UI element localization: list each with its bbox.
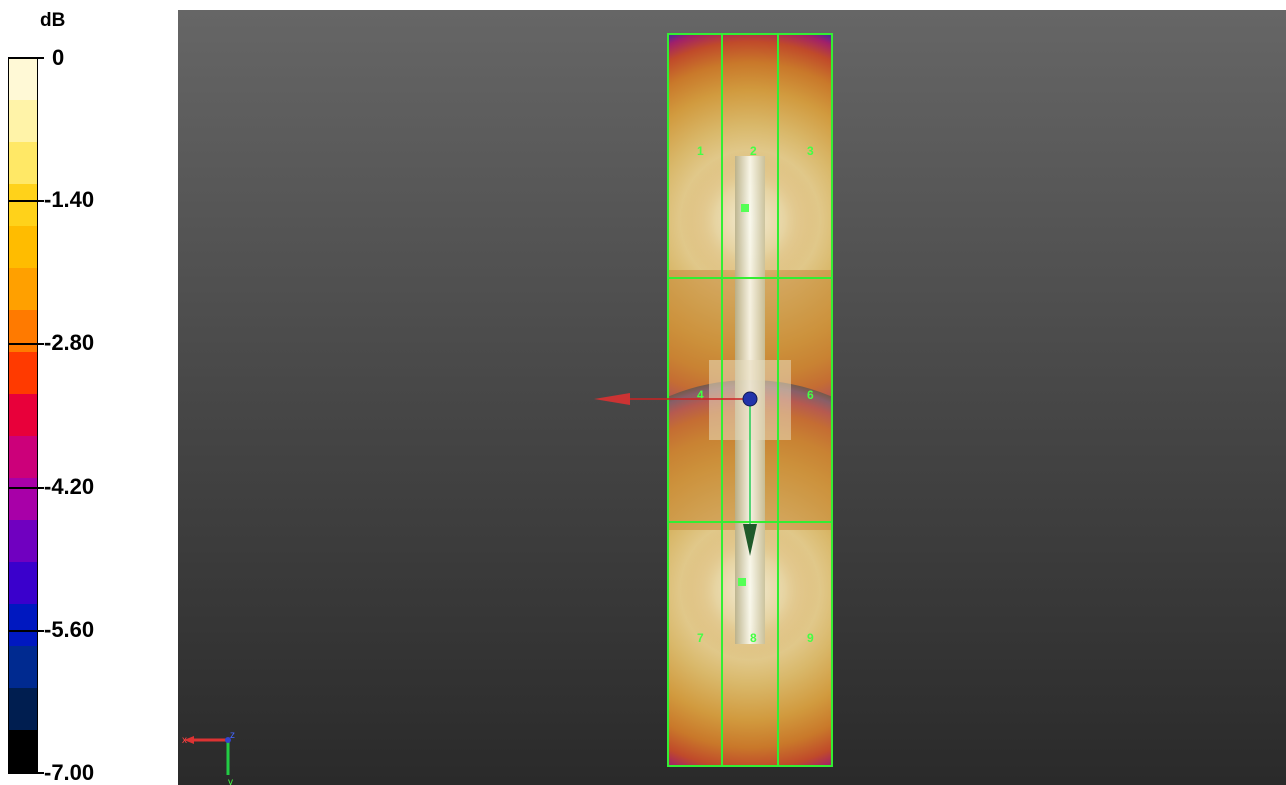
cell-label: 8	[750, 631, 757, 645]
svg-text:z: z	[230, 730, 235, 741]
cell-label: 9	[807, 631, 814, 645]
legend-tick-label: -7.00	[44, 760, 95, 785]
x-axis-arrow-icon[interactable]	[594, 393, 630, 405]
y-axis-arrow-icon[interactable]	[743, 524, 757, 556]
legend-swatch	[9, 478, 37, 520]
cell-label: 7	[697, 631, 704, 645]
legend-swatch	[9, 268, 37, 310]
cell-label: 3	[807, 144, 814, 158]
legend-tick-line	[8, 630, 44, 632]
cell-label: 1	[697, 144, 704, 158]
legend-swatch	[9, 352, 37, 394]
legend-unit: dB	[40, 10, 66, 31]
legend-swatch	[9, 436, 37, 478]
svg-text:x: x	[182, 735, 187, 746]
legend-tick-label: 0	[52, 45, 65, 70]
legend-tick-label: -2.80	[44, 330, 95, 355]
legend-swatch	[9, 646, 37, 688]
legend-swatch	[9, 142, 37, 184]
origin-sphere[interactable]	[742, 391, 758, 407]
cell-label: 6	[807, 388, 814, 402]
legend-swatch	[9, 688, 37, 730]
legend-swatch	[9, 562, 37, 604]
axis-triad-icon: x y z	[182, 730, 235, 785]
cell-label: 2	[750, 144, 757, 158]
legend-tick-line	[8, 57, 44, 59]
scene-canvas[interactable]: 1 2 3 4 6 7 8 9 x y z	[178, 10, 1286, 785]
legend-swatch	[9, 394, 37, 436]
legend-swatch	[9, 100, 37, 142]
cell-label: 4	[697, 388, 704, 402]
legend-swatch	[9, 520, 37, 562]
legend-tick-line	[8, 772, 44, 774]
legend-tick-label: -5.60	[44, 617, 95, 642]
legend-tick-label: -1.40	[44, 187, 95, 212]
color-legend: dB 0 -1.40 -2.80 -4.20 -5.60 -7.00	[0, 0, 178, 785]
legend-tick-label: -4.20	[44, 474, 95, 499]
legend-swatch	[9, 226, 37, 268]
legend-tick-line	[8, 343, 44, 345]
legend-swatch	[9, 604, 37, 646]
legend-tick-line	[8, 200, 44, 202]
port-marker[interactable]	[741, 204, 749, 212]
mesh-grid	[667, 33, 833, 767]
port-marker[interactable]	[738, 578, 746, 586]
legend-swatch	[9, 184, 37, 226]
3d-viewport[interactable]: 1 2 3 4 6 7 8 9 x y z	[178, 10, 1286, 785]
legend-swatch	[9, 730, 37, 772]
svg-text:y: y	[228, 777, 233, 785]
legend-tick-line	[8, 487, 44, 489]
legend-swatch	[9, 310, 37, 352]
legend-swatch	[9, 58, 37, 100]
legend-color-bar	[8, 57, 38, 773]
